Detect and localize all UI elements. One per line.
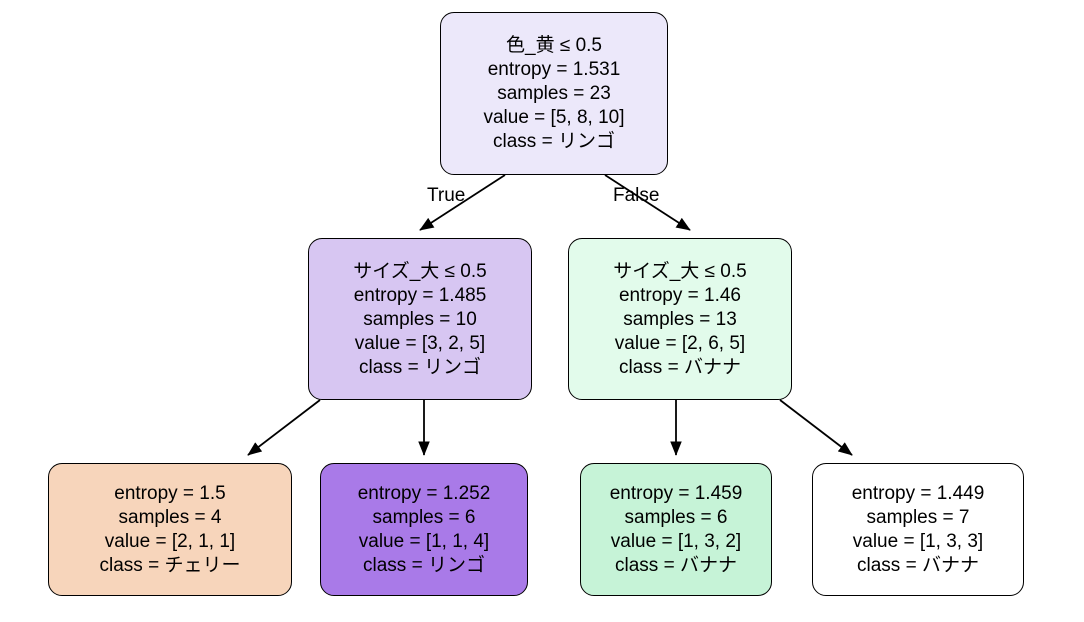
tree-node-leaf-banana-1[interactable]: entropy = 1.459 samples = 6 value = [1, … <box>580 463 772 596</box>
node-class: class = バナナ <box>619 356 741 378</box>
node-value: value = [2, 1, 1] <box>104 531 236 552</box>
tree-node-leaf-cherry[interactable]: entropy = 1.5 samples = 4 value = [2, 1,… <box>48 463 292 596</box>
node-samples: samples = 13 <box>623 308 737 330</box>
edge-label-false: False <box>613 185 660 206</box>
node-samples: samples = 6 <box>624 507 728 528</box>
node-entropy: entropy = 1.252 <box>357 483 491 504</box>
node-samples: samples = 7 <box>866 507 970 528</box>
node-condition: サイズ_大 ≤ 0.5 <box>613 260 747 282</box>
node-class: class = リンゴ <box>363 555 485 576</box>
node-entropy: entropy = 1.449 <box>851 483 985 504</box>
tree-node-right[interactable]: サイズ_大 ≤ 0.5 entropy = 1.46 samples = 13 … <box>568 238 792 400</box>
tree-node-leaf-apple[interactable]: entropy = 1.252 samples = 6 value = [1, … <box>320 463 528 596</box>
node-value: value = [5, 8, 10] <box>483 107 625 128</box>
node-samples: samples = 10 <box>363 308 477 330</box>
edge-right-leaf4 <box>779 399 853 456</box>
node-class: class = バナナ <box>857 555 979 576</box>
node-class: class = リンゴ <box>359 356 481 378</box>
node-value: value = [1, 3, 3] <box>852 531 984 552</box>
node-class: class = リンゴ <box>493 131 615 152</box>
node-class: class = チェリー <box>99 555 241 576</box>
node-value: value = [3, 2, 5] <box>354 332 486 354</box>
edge-left-leaf1 <box>247 399 321 456</box>
node-entropy: entropy = 1.459 <box>609 483 743 504</box>
node-condition: サイズ_大 ≤ 0.5 <box>353 260 487 282</box>
node-entropy: entropy = 1.5 <box>114 483 226 504</box>
node-samples: samples = 6 <box>372 507 476 528</box>
node-samples: samples = 4 <box>118 507 222 528</box>
tree-node-leaf-banana-2[interactable]: entropy = 1.449 samples = 7 value = [1, … <box>812 463 1024 596</box>
node-entropy: entropy = 1.46 <box>618 284 741 306</box>
node-samples: samples = 23 <box>497 83 611 104</box>
node-value: value = [1, 1, 4] <box>358 531 490 552</box>
node-class: class = バナナ <box>615 555 737 576</box>
node-entropy: entropy = 1.531 <box>487 59 621 80</box>
tree-node-root[interactable]: 色_黄 ≤ 0.5 entropy = 1.531 samples = 23 v… <box>440 12 668 175</box>
node-condition: 色_黄 ≤ 0.5 <box>506 35 602 56</box>
node-entropy: entropy = 1.485 <box>353 284 487 306</box>
node-value: value = [1, 3, 2] <box>610 531 742 552</box>
tree-node-left[interactable]: サイズ_大 ≤ 0.5 entropy = 1.485 samples = 10… <box>308 238 532 400</box>
node-value: value = [2, 6, 5] <box>614 332 746 354</box>
edge-label-true: True <box>427 185 466 206</box>
